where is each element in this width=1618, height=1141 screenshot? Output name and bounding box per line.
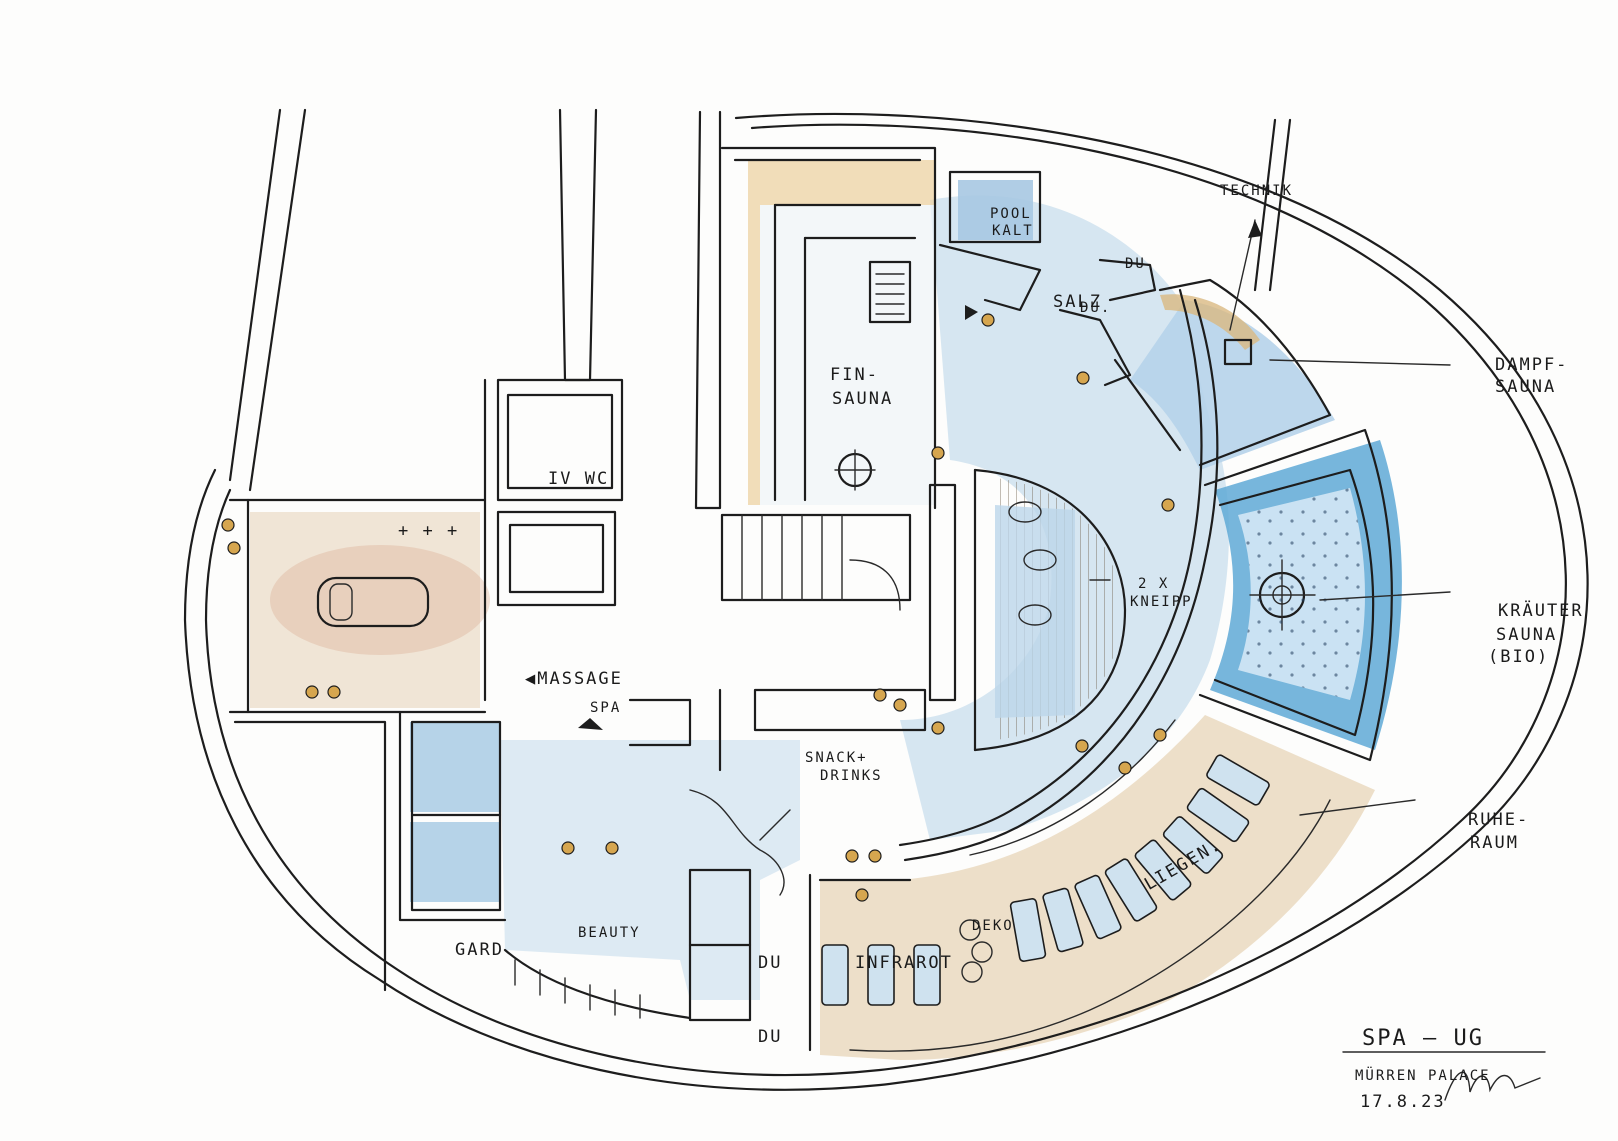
herb-sauna-texture bbox=[1238, 488, 1365, 700]
label-salz: SALZ bbox=[1053, 292, 1102, 312]
label-pool-kalt-2: KALT bbox=[992, 223, 1034, 239]
plus-marks: + + + bbox=[398, 521, 459, 541]
interior-walls bbox=[228, 108, 1394, 1052]
label-ruheraum-1: RUHE- bbox=[1468, 810, 1529, 830]
label-snack-2: DRINKS bbox=[820, 768, 883, 784]
label-du-4: DU bbox=[758, 1027, 782, 1047]
deko-stones bbox=[959, 919, 993, 983]
loungers bbox=[821, 754, 1270, 1006]
label-kneipp-1: 2 X bbox=[1138, 576, 1169, 592]
title-block: SPA — UG MÜRREN PALACE 17.8.23 bbox=[1355, 1026, 1491, 1112]
label-snack-1: SNACK+ bbox=[805, 750, 868, 766]
outer-wall bbox=[183, 112, 1589, 1091]
label-infrarot: INFRAROT bbox=[855, 953, 953, 973]
drawing-title: SPA — UG bbox=[1362, 1026, 1484, 1051]
label-technik: TECHNIK bbox=[1220, 183, 1293, 199]
label-pool-kalt-1: POOL bbox=[990, 206, 1032, 222]
label-du-1: DU bbox=[1125, 256, 1146, 272]
light-fixtures bbox=[221, 313, 1175, 902]
label-deko: DEKO bbox=[972, 918, 1014, 934]
drawing-subtitle: MÜRREN PALACE bbox=[1355, 1066, 1491, 1084]
label-kneipp-2: KNEIPP bbox=[1130, 594, 1193, 610]
spa-entry-arrow-icon bbox=[578, 718, 603, 730]
label-massage: ◀MASSAGE bbox=[525, 669, 623, 689]
label-gard: GARD bbox=[455, 940, 504, 960]
watercolor-washes bbox=[250, 160, 1402, 1060]
flow-arrows bbox=[578, 219, 1451, 896]
label-du-2: DU. bbox=[1080, 300, 1111, 316]
signature bbox=[1444, 1071, 1541, 1101]
label-kraeuter-3: (BIO) bbox=[1488, 647, 1549, 667]
label-finsauna-2: SAUNA bbox=[832, 389, 893, 409]
label-beauty: BEAUTY bbox=[578, 925, 641, 941]
label-spa: SPA bbox=[590, 700, 621, 716]
label-kraeuter-2: SAUNA bbox=[1496, 625, 1557, 645]
label-finsauna-1: FIN- bbox=[830, 365, 879, 385]
label-du-3: DU bbox=[758, 953, 782, 973]
label-dampfsauna-1: DAMPF- bbox=[1495, 355, 1568, 375]
label-kraeuter-1: KRÄUTER bbox=[1498, 600, 1584, 621]
drawing-date: 17.8.23 bbox=[1360, 1092, 1446, 1112]
label-dampfsauna-2: SAUNA bbox=[1495, 377, 1556, 397]
label-ruheraum-2: RAUM bbox=[1470, 833, 1519, 853]
label-wc: IV WC bbox=[548, 469, 609, 489]
